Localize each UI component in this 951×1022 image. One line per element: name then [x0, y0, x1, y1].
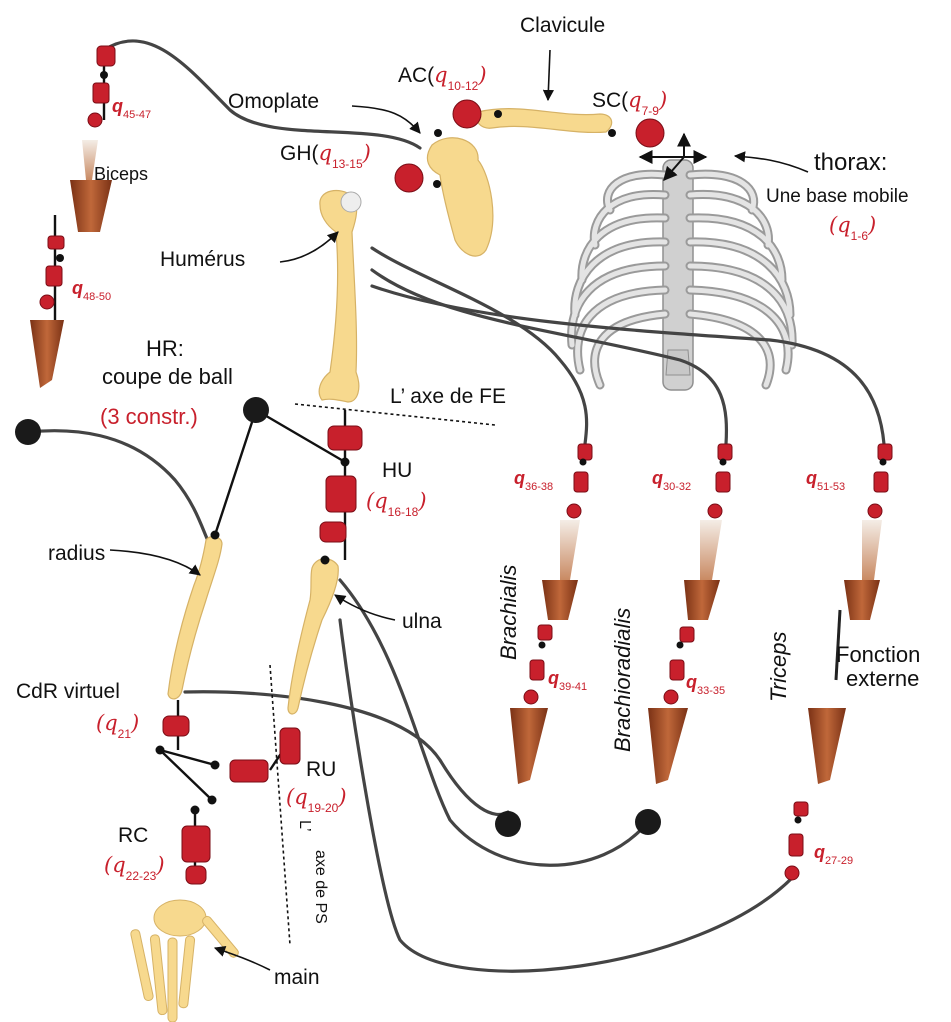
- label-hr: HR:: [146, 336, 184, 361]
- label-hu-q: (q16-18): [366, 489, 427, 519]
- label-hu: HU: [382, 459, 412, 482]
- label-main: main: [274, 966, 320, 989]
- label-brachioradialis: Brachioradialis: [610, 608, 635, 752]
- label-axe-fe: L’ axe de FE: [390, 385, 506, 408]
- label-hr-constr: (3 constr.): [100, 404, 198, 429]
- label-ru-q: (q19-20): [286, 785, 347, 815]
- scapula: [427, 138, 492, 256]
- kinematic-links: [55, 50, 495, 945]
- label-cdr: CdR virtuel: [16, 680, 120, 703]
- q-brachialis-top: q36-38: [514, 468, 553, 493]
- label-thorax-base: Une base mobile: [766, 186, 909, 207]
- ribcage: [572, 134, 793, 390]
- label-rc-q: (q22-23): [104, 853, 165, 883]
- label-sc: SC(q7-9): [592, 88, 667, 118]
- humerus: [319, 190, 361, 402]
- q-biceps-top: q45-47: [112, 96, 151, 121]
- label-rc: RC: [118, 824, 148, 847]
- label-axe-ps: L’: [296, 820, 313, 832]
- q-triceps-top: q51-53: [806, 468, 845, 493]
- label-hr-ball: coupe de ball: [102, 364, 233, 389]
- label-triceps: Triceps: [766, 632, 791, 703]
- label-brachialis: Brachialis: [496, 565, 521, 660]
- hand: [130, 900, 240, 1022]
- label-thorax: thorax:: [814, 149, 887, 176]
- label-clavicule: Clavicule: [520, 14, 605, 37]
- label-omoplate: Omoplate: [228, 90, 319, 113]
- brachioradialis-muscle: [648, 520, 722, 784]
- label-thorax-q: (q1-6): [829, 213, 876, 243]
- label-biceps: Biceps: [94, 164, 148, 184]
- q-brachioradialis-bottom: q33-35: [686, 672, 725, 697]
- label-ac: AC(q10-12): [398, 63, 487, 93]
- label-axe-ps-2: axe de PS: [312, 850, 329, 924]
- ulna: [288, 559, 338, 714]
- label-fonction: Fonction: [836, 642, 920, 667]
- label-ulna: ulna: [402, 610, 442, 633]
- q-biceps-bottom: q48-50: [72, 278, 111, 303]
- label-externe: externe: [846, 666, 919, 691]
- q-brachialis-bottom: q39-41: [548, 668, 587, 693]
- label-gh: GH(q13-15): [280, 141, 371, 171]
- radius-bone: [168, 537, 222, 699]
- label-ru: RU: [306, 758, 336, 781]
- label-cdr-q: (q21): [96, 711, 139, 741]
- label-radius: radius: [48, 542, 105, 565]
- q-triceps-bottom: q27-29: [814, 842, 853, 867]
- label-humerus: Humérus: [160, 248, 245, 271]
- q-brachioradialis-top: q30-32: [652, 468, 691, 493]
